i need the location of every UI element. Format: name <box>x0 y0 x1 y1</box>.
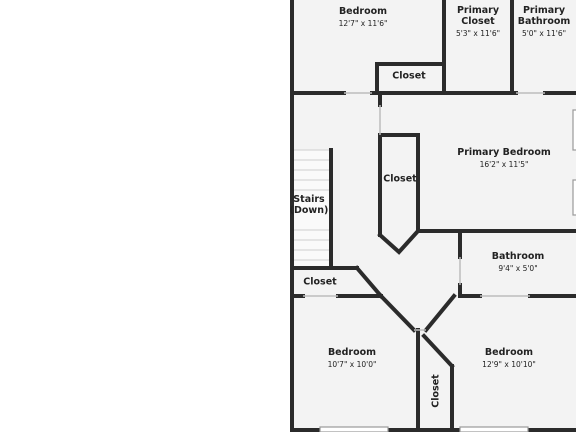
closet-top-label: Closet <box>392 70 426 83</box>
room-name: Bathroom <box>491 251 545 263</box>
room-dimensions: 12'7" x 11'6" <box>338 19 388 29</box>
room-dimensions: 9'4" x 5'0" <box>498 264 538 274</box>
room-name-line1: Primary <box>522 4 566 16</box>
closet-mid-label: Closet <box>383 173 417 186</box>
room-name: Bedroom <box>338 6 388 18</box>
closet-left-label: Closet <box>303 276 337 289</box>
primary-bedroom-label: Primary Bedroom 16'2" x 11'5" <box>457 147 551 170</box>
room-name-line1: Primary <box>456 4 500 16</box>
bedroom-top-label: Bedroom 12'7" x 11'6" <box>338 6 388 29</box>
walls <box>290 0 576 432</box>
primary-bathroom-label: Primary Bathroom 5'0" x 11'6" <box>517 4 571 38</box>
room-dimensions: 5'0" x 11'6" <box>521 28 567 38</box>
room-name: Bedroom <box>327 347 377 359</box>
door-openings <box>303 92 545 331</box>
room-dimensions: 12'9" x 10'10" <box>482 360 536 370</box>
bedroom-left-label: Bedroom 10'7" x 10'0" <box>327 347 377 370</box>
room-name: Closet <box>392 70 426 82</box>
stairs-line1: Stairs <box>293 194 325 206</box>
room-dimensions: 5'3" x 11'6" <box>455 28 501 38</box>
bedroom-right-label: Bedroom 12'9" x 10'10" <box>482 347 536 370</box>
room-name: Closet <box>303 276 337 288</box>
room-name: Bedroom <box>484 347 534 359</box>
room-name-line2: Bathroom <box>517 15 571 27</box>
room-name: Primary Bedroom <box>457 147 551 159</box>
stairs-line2: (Down) <box>289 205 329 216</box>
stairs-label: Stairs (Down) <box>289 194 329 217</box>
room-name: Closet <box>383 173 417 185</box>
closet-bottom-label: Closet <box>430 374 442 408</box>
room-dimensions: 16'2" x 11'5" <box>479 160 529 170</box>
windows <box>319 109 576 432</box>
bathroom-label: Bathroom 9'4" x 5'0" <box>491 251 545 274</box>
room-name-line2: Closet <box>461 15 495 27</box>
room-dimensions: 10'7" x 10'0" <box>327 360 377 370</box>
floor-area <box>292 0 576 430</box>
primary-closet-label: Primary Closet 5'3" x 11'6" <box>455 4 501 38</box>
